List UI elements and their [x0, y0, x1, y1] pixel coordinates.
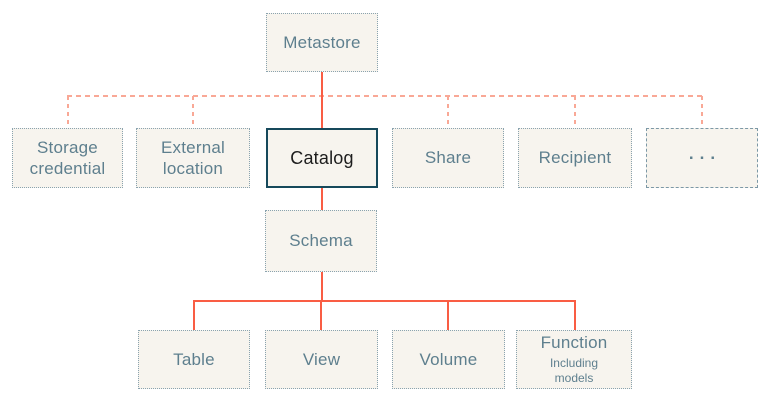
node-storage-credential-label: Storage credential — [29, 137, 106, 178]
node-function-sublabel: Including models — [549, 355, 599, 386]
connector-drop-view — [320, 300, 322, 330]
node-view: View — [265, 330, 378, 389]
node-storage-credential: Storage credential — [12, 128, 123, 188]
node-external-location: External location — [136, 128, 250, 188]
connector-dashed-drop-recipient — [574, 96, 576, 128]
connector-schema-bus — [321, 272, 323, 301]
node-metastore: Metastore — [266, 13, 378, 72]
connector-drop-table — [193, 300, 195, 330]
node-function: Function Including models — [516, 330, 632, 389]
node-recipient-label: Recipient — [538, 148, 612, 168]
connector-dashed-drop-external-location — [192, 96, 194, 128]
node-ellipsis-label: ... — [688, 144, 722, 164]
node-share-label: Share — [424, 148, 472, 168]
connector-drop-function — [574, 300, 576, 330]
node-volume: Volume — [392, 330, 505, 389]
node-metastore-label: Metastore — [283, 32, 361, 52]
connector-drop-volume — [447, 300, 449, 330]
node-catalog-label: Catalog — [290, 147, 354, 168]
node-share: Share — [392, 128, 504, 188]
node-catalog: Catalog — [266, 128, 378, 188]
connector-dashed-drop-ellipsis — [701, 96, 703, 128]
node-ellipsis: ... — [646, 128, 758, 188]
node-table: Table — [138, 330, 250, 389]
node-schema: Schema — [265, 210, 377, 272]
node-volume-label: Volume — [419, 349, 478, 369]
node-table-label: Table — [173, 349, 215, 369]
node-external-location-label: External location — [161, 137, 225, 178]
node-recipient: Recipient — [518, 128, 632, 188]
connector-metastore-catalog — [321, 72, 323, 130]
connector-dashed-drop-share — [447, 96, 449, 128]
node-view-label: View — [302, 349, 341, 369]
node-function-label: Function — [540, 333, 608, 353]
connector-bottom-bus — [193, 300, 576, 302]
connector-dashed-top-bus — [67, 95, 703, 97]
node-schema-label: Schema — [289, 231, 353, 251]
connector-catalog-schema — [321, 188, 323, 210]
connector-dashed-drop-storage-credential — [67, 96, 69, 128]
